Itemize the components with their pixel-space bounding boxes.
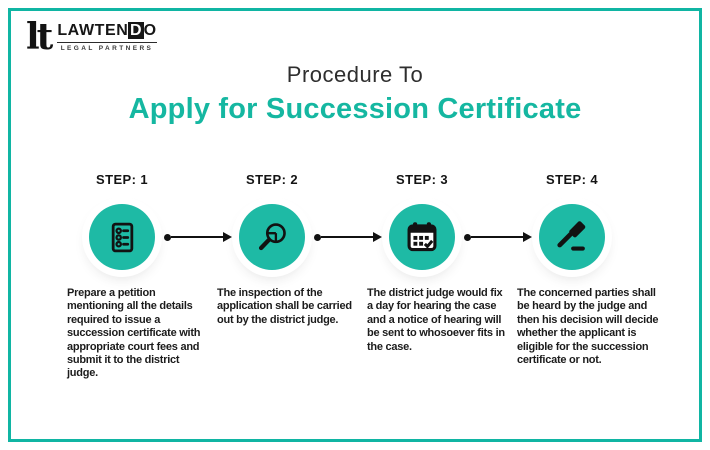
petition-list-icon [111, 222, 133, 252]
logo-wordmark-suffix: O [143, 22, 157, 39]
logo-wordmark: LAWTENDO [57, 22, 157, 43]
title-line-2: Apply for Succession Certificate [128, 93, 582, 125]
connector-line [471, 236, 523, 238]
magnifier-inspection-icon [258, 222, 286, 250]
connector-arrowhead [373, 232, 382, 242]
lawtendo-logo: lt LAWTENDO LEGAL PARTNERS [26, 17, 157, 57]
step-description: The concerned parties shall be heard by … [517, 287, 659, 367]
logo-wordmark-inverted-d: D [128, 22, 144, 39]
step-description: Prepare a petition mentioning all the de… [67, 287, 201, 380]
connector-dot [314, 233, 321, 241]
title-line-1: Procedure To [286, 62, 424, 87]
step-1: STEP: 1 Prepare a petition mentioning al… [47, 172, 201, 422]
logo-tagline: LEGAL PARTNERS [60, 45, 154, 52]
connector-line [321, 236, 373, 238]
connector-arrow-2 [314, 231, 382, 243]
step-4: STEP: 4 The concerned parties shall be h… [497, 172, 659, 422]
connector-line [171, 236, 223, 238]
step-label: STEP: 4 [546, 172, 598, 187]
step-3: STEP: 3 The district judge would fix a d… [347, 172, 505, 422]
page-title: Procedure To Apply for Succession Certif… [0, 62, 710, 126]
step-icon-circle [239, 204, 305, 270]
step-2: STEP: 2 The inspection of the applicatio… [197, 172, 352, 422]
step-icon-circle [539, 204, 605, 270]
step-icon-circle [389, 204, 455, 270]
step-description: The inspection of the application shall … [217, 287, 352, 326]
step-label: STEP: 2 [246, 172, 298, 187]
step-description: The district judge would fix a day for h… [367, 287, 505, 353]
connector-arrow-1 [164, 231, 232, 243]
logo-text-block: LAWTENDO LEGAL PARTNERS [57, 22, 157, 52]
calendar-hearing-icon [407, 222, 437, 252]
logo-monogram: lt [26, 16, 53, 58]
step-icon-circle [89, 204, 155, 270]
step-label: STEP: 1 [96, 172, 148, 187]
connector-arrowhead [223, 232, 232, 242]
connector-dot [464, 233, 471, 241]
connector-dot [164, 233, 171, 241]
gavel-judgement-icon [557, 221, 586, 251]
logo-wordmark-prefix: LAWTEN [57, 22, 129, 39]
step-label: STEP: 3 [396, 172, 448, 187]
connector-arrowhead [523, 232, 532, 242]
connector-arrow-3 [464, 231, 532, 243]
frame-border [8, 8, 702, 442]
steps-row: STEP: 1 Prepare a petition mentioning al… [47, 172, 710, 422]
